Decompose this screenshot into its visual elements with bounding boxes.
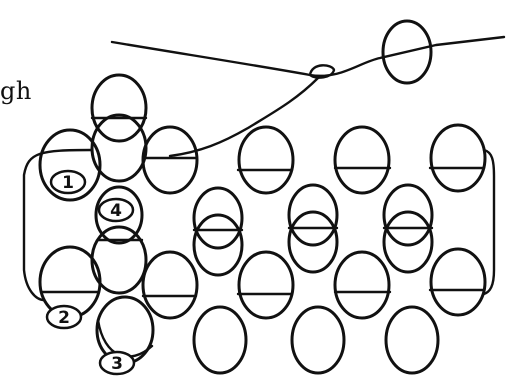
thread-step3-tail xyxy=(98,320,152,357)
svg-text:2: 2 xyxy=(58,308,70,328)
step-marker-4: 4 xyxy=(99,199,133,221)
thread-pass-middle xyxy=(98,228,432,240)
bead-col9-upper xyxy=(431,125,485,191)
step-marker-2: 2 xyxy=(47,306,81,328)
bead-col7-upper xyxy=(335,127,389,193)
bead-col8-lower xyxy=(384,212,432,272)
bead-col2-top xyxy=(92,75,146,141)
thread-right-loop xyxy=(484,150,494,294)
bead-col5-upper xyxy=(239,127,293,193)
svg-text:3: 3 xyxy=(111,354,123,374)
bead-col6-upper xyxy=(289,185,337,245)
bead-col8-bottom xyxy=(386,307,438,373)
bead-col7-lower xyxy=(335,252,389,318)
thread-pass-row-top xyxy=(92,118,484,170)
bead-col9-lower xyxy=(431,249,485,315)
bead-col4-lower xyxy=(194,215,242,275)
bead-col4-upper xyxy=(194,188,242,248)
bead-col5-lower xyxy=(239,252,293,318)
bead-col3-upper xyxy=(143,127,197,193)
svg-text:1: 1 xyxy=(62,173,74,193)
bead-col2-mid-upper xyxy=(92,115,146,181)
bead-col6-bottom xyxy=(292,307,344,373)
bead-col6-lower xyxy=(289,212,337,272)
step-marker-3: 3 xyxy=(100,352,134,374)
bead-col4-bottom xyxy=(194,307,246,373)
bead-col3-lower xyxy=(143,252,197,318)
working-thread xyxy=(112,37,504,76)
bead-col8-upper xyxy=(384,185,432,245)
bead-col2-mid-lower xyxy=(92,227,146,293)
svg-text:4: 4 xyxy=(110,201,122,221)
step-marker-1: 1 xyxy=(51,171,85,193)
